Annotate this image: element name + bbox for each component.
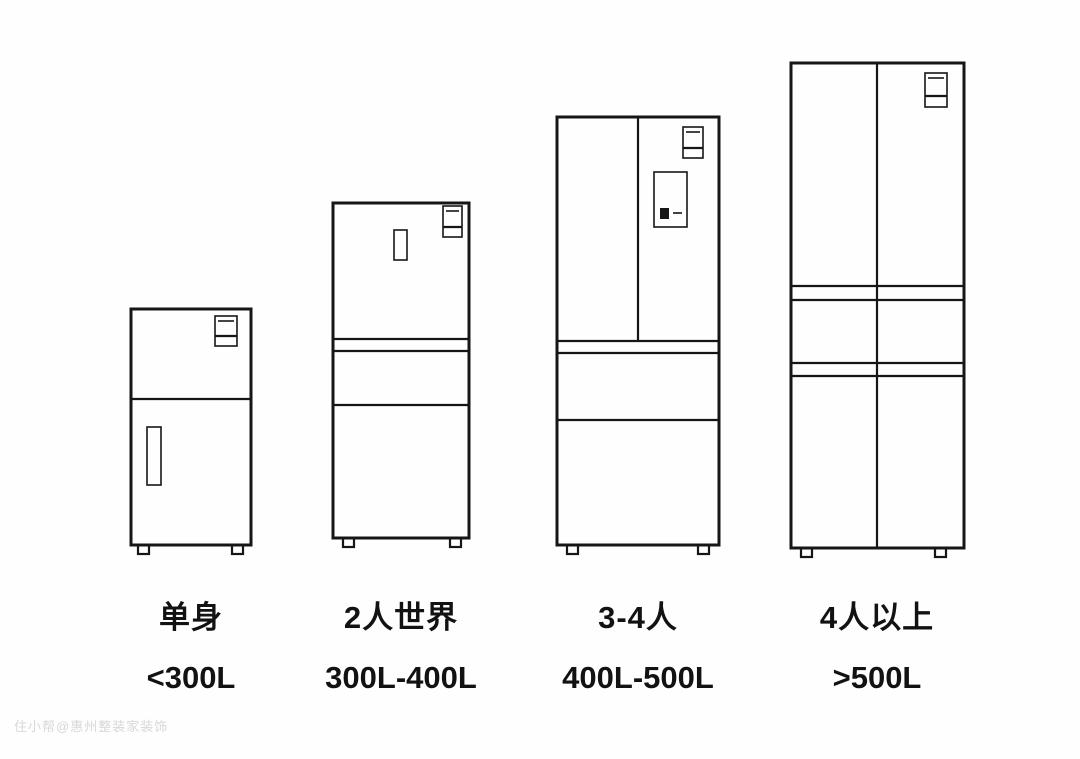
water-tank-icon — [214, 315, 238, 347]
capacity-label: 300L-400L — [325, 660, 477, 695]
water-tank-icon — [442, 205, 463, 238]
watermark-text: 住小帮@惠州整装家装饰 — [14, 719, 169, 734]
capacity-label: >500L — [832, 660, 922, 695]
household-label: 单身 — [159, 600, 223, 635]
fridge-large-illustration — [789, 61, 966, 559]
household-label: 3-4人 — [598, 600, 678, 635]
door-handle-icon — [146, 426, 162, 486]
door-handle-icon — [393, 229, 408, 261]
label-column-family: 3-4人 400L-500L — [518, 598, 758, 696]
dispenser-panel-icon — [653, 171, 688, 228]
fridge-single-illustration — [129, 307, 253, 556]
water-tank-icon — [682, 126, 704, 159]
fridge-couple-illustration — [331, 201, 471, 549]
household-label: 4人以上 — [819, 600, 935, 635]
water-tank-icon — [924, 72, 948, 108]
fridge-illustrations — [129, 61, 966, 559]
capacity-label: 400L-500L — [562, 660, 714, 695]
label-column-single: 单身 <300L — [71, 598, 311, 696]
household-label: 2人世界 — [343, 600, 459, 635]
label-column-large: 4人以上 >500L — [757, 598, 997, 696]
fridge-family-illustration — [555, 115, 721, 556]
capacity-label: <300L — [146, 660, 236, 695]
label-column-couple: 2人世界 300L-400L — [281, 598, 521, 696]
